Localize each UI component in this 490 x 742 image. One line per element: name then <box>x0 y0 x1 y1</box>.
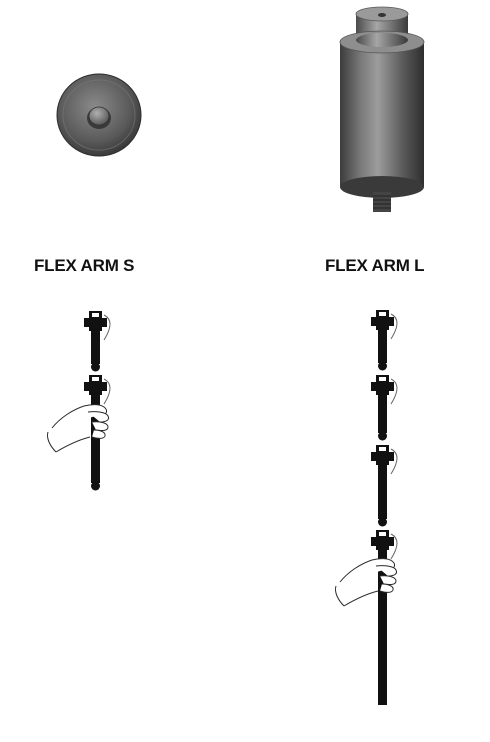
rotate-arrow-icon <box>390 533 398 560</box>
arm-joint <box>371 310 394 330</box>
arm-joint <box>84 375 107 395</box>
puck-mount-icon <box>56 73 142 157</box>
rotate-arrow-icon <box>103 378 111 405</box>
arm-joint <box>371 445 394 465</box>
hand-icon <box>335 558 397 607</box>
segmented-arm-icon <box>371 310 398 705</box>
cylinder-base-icon <box>339 6 425 212</box>
rotate-arrow-icon <box>103 314 111 341</box>
hand-icon <box>47 404 109 453</box>
segmented-arm-icon <box>84 311 111 491</box>
product-label-flex-arm-l: FLEX ARM L <box>325 256 425 275</box>
arm-joint <box>371 375 394 395</box>
arm-joint <box>371 530 394 550</box>
rotate-arrow-icon <box>390 313 398 340</box>
product-label-flex-arm-s: FLEX ARM S <box>34 256 135 275</box>
rotate-arrow-icon <box>390 448 398 475</box>
rotate-arrow-icon <box>390 378 398 405</box>
arm-joint <box>84 311 107 331</box>
